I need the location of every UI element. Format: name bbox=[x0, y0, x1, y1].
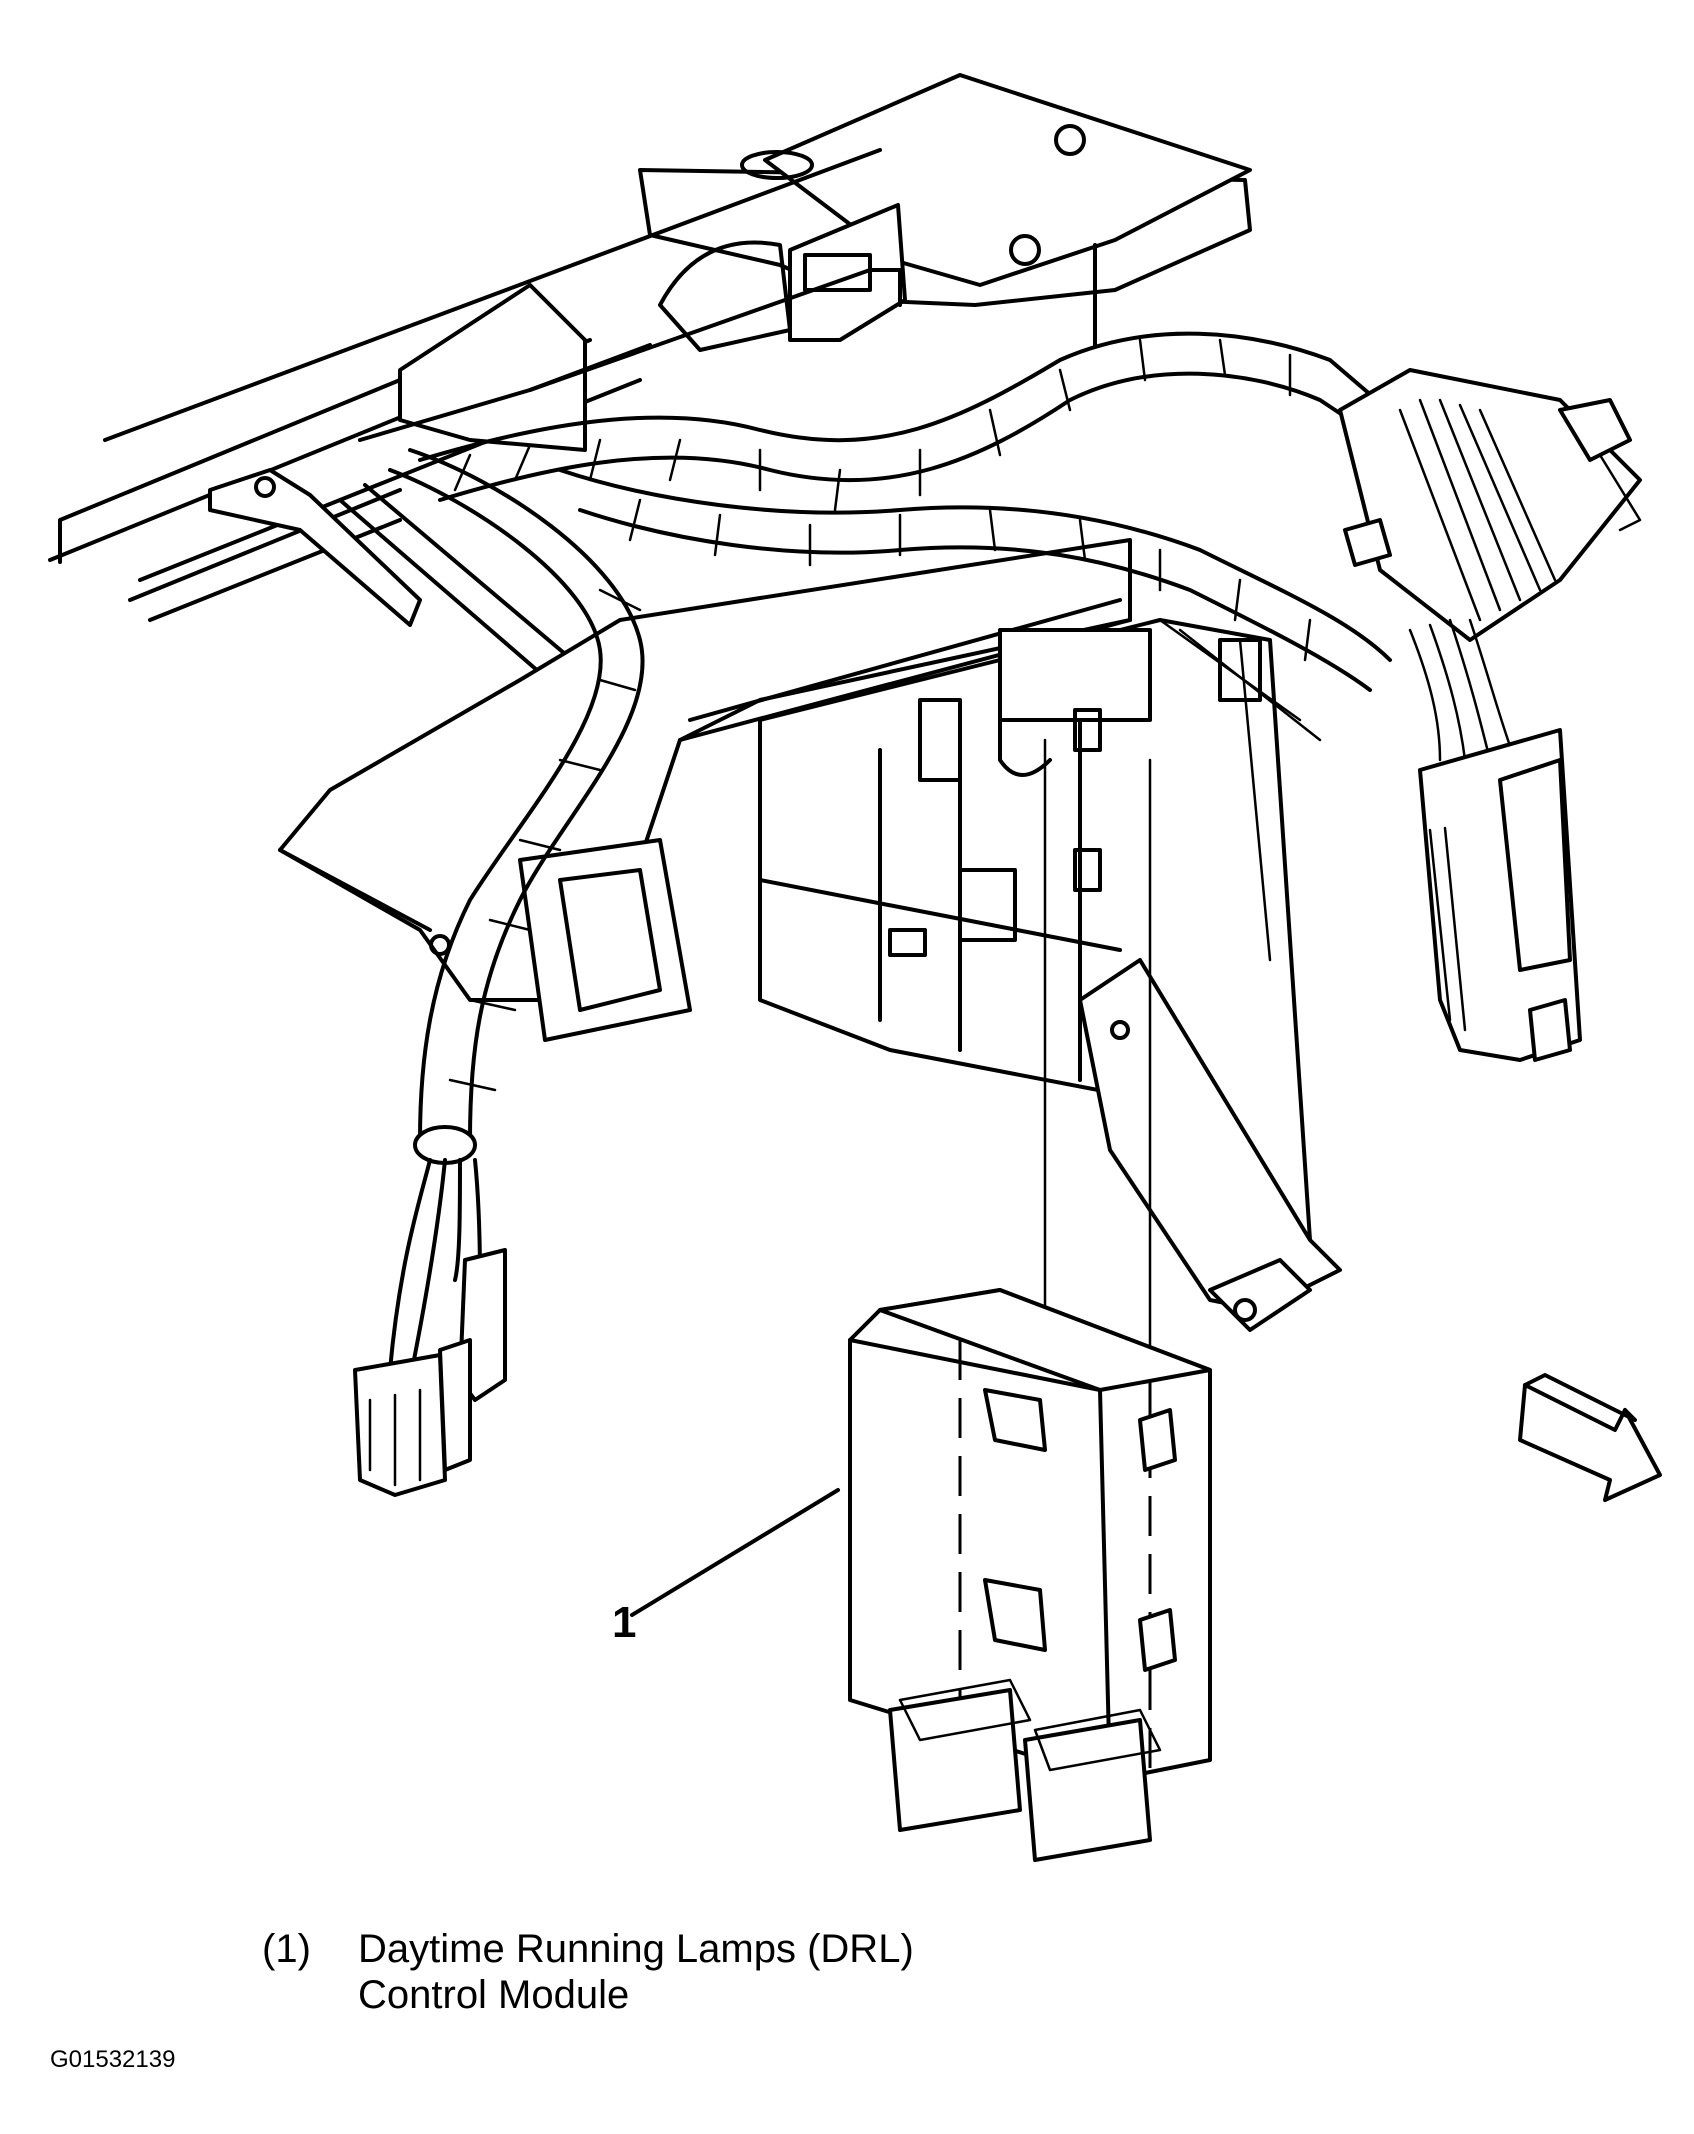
legend-number: (1) bbox=[262, 1927, 311, 1971]
right-lower-connector bbox=[1408, 618, 1582, 1062]
callout-label: 1 bbox=[612, 1598, 637, 1647]
left-bracket bbox=[208, 468, 592, 692]
legend-item: (1) Daytime Running Lamps (DRL) Control … bbox=[262, 1926, 1162, 2018]
alignment-lines bbox=[1043, 738, 1152, 1372]
upper-mounting-plate bbox=[638, 73, 1252, 352]
callout-leader-line bbox=[630, 1488, 840, 1617]
drl-control-module bbox=[848, 1288, 1212, 1862]
electrical-center-housing bbox=[758, 618, 1342, 1332]
left-pigtail-connector bbox=[353, 1158, 507, 1497]
direction-arrow-icon bbox=[1518, 1373, 1662, 1502]
dash-support bbox=[278, 538, 1132, 1042]
wiring-harness bbox=[388, 331, 1402, 1165]
legend-text: Daytime Running Lamps (DRL) Control Modu… bbox=[358, 1927, 914, 2017]
frame-beam bbox=[48, 148, 902, 622]
right-upper-connector bbox=[1338, 368, 1642, 642]
figure-id: G01532139 bbox=[50, 2046, 176, 2073]
